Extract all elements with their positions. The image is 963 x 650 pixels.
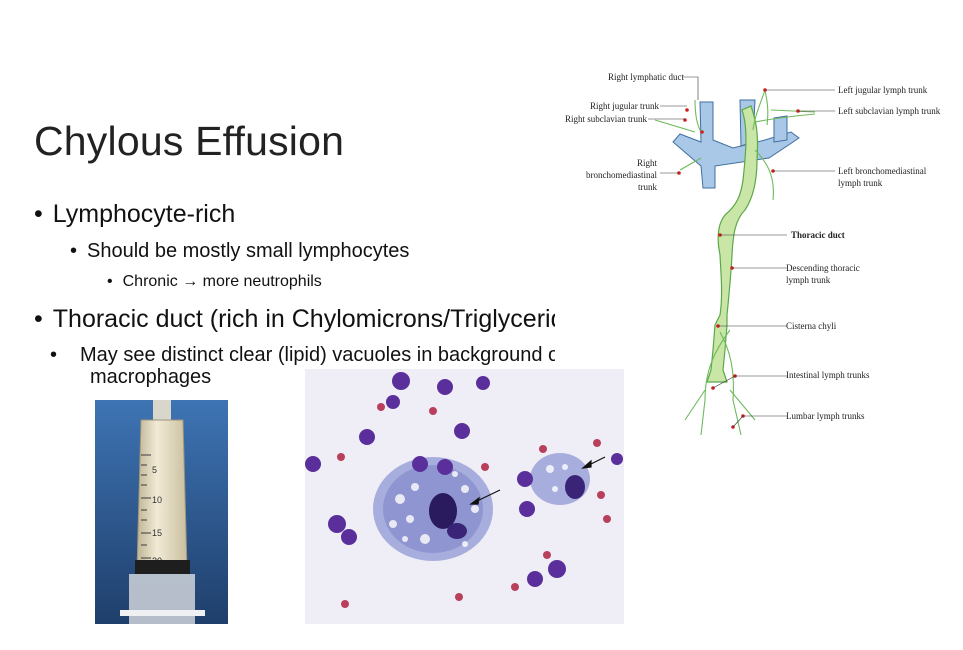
bullet-dot: • [34,200,43,228]
bullet-level2: •May see distinct clear (lipid) vacuoles… [50,344,566,388]
scale-mark-5: 5 [152,465,158,475]
slide-title: Chylous Effusion [34,118,345,164]
thoracic-duct-drawing [706,105,759,383]
pointer-arrows [469,456,606,505]
scale-mark-10: 10 [152,495,163,505]
syringe-photo: 5 10 15 20 [95,400,228,624]
bullet-dot: • [70,240,78,262]
cytology-micrograph [305,369,624,624]
bullet-dot: • [107,273,113,290]
label-right-bronchomediastinal-2: bronchomediastinal [586,170,657,180]
bullet-level3: • Chronic → more neutrophils [107,273,322,291]
label-right-bronchomediastinal-1: Right [636,158,657,168]
bullet-dot: • [34,305,43,333]
label-right-lymphatic-duct: Right lymphatic duct [608,72,684,82]
label-left-subclavian: Left subclavian lymph trunk [838,106,941,116]
bullet-level1: • Thoracic duct (rich in Chylomicrons/Tri… [34,305,599,334]
label-thoracic-duct: Thoracic duct [791,230,845,240]
bullet-text: May see distinct clear (lipid) vacuoles … [80,344,566,388]
micrograph-drawing [305,369,624,624]
red-blood-cells [337,403,611,608]
bullet-level1: • Lymphocyte-rich [34,200,235,229]
scale-mark-15: 15 [152,528,163,538]
label-left-bronchomediastinal-2: lymph trunk [838,178,883,188]
syringe-drawing [95,400,228,624]
bullet-text: Should be mostly small lymphocytes [87,240,410,262]
scale-mark-20: 20 [152,556,163,566]
label-right-bronchomediastinal-3: trunk [638,182,657,192]
lymphocytes [305,372,623,587]
label-descending-1: Descending thoracic [786,263,860,273]
label-left-jugular: Left jugular lymph trunk [838,85,928,95]
bullet-text: Chronic → more neutrophils [122,273,322,290]
vacuoles [389,466,479,547]
label-cisterna-chyli: Cisterna chyli [786,321,837,331]
label-lumbar-trunks: Lumbar lymph trunks [786,411,865,421]
macrophage-right [530,453,590,505]
label-descending-2: lymph trunk [786,275,831,285]
label-right-subclavian-trunk: Right subclavian trunk [565,114,647,124]
label-left-bronchomediastinal-1: Left bronchomediastinal [838,166,927,176]
bullet-text: Lymphocyte-rich [52,200,236,228]
label-intestinal-trunks: Intestinal lymph trunks [786,370,870,380]
bullet-level2: • Should be mostly small lymphocytes [70,240,409,263]
lymph-trunks-drawing [654,89,816,436]
macrophage-left [373,457,493,561]
label-right-jugular-trunk: Right jugular trunk [590,101,659,111]
label-leader-lines [648,76,835,428]
bullet-text: Thoracic duct (rich in Chylomicrons/Trig… [52,305,600,333]
